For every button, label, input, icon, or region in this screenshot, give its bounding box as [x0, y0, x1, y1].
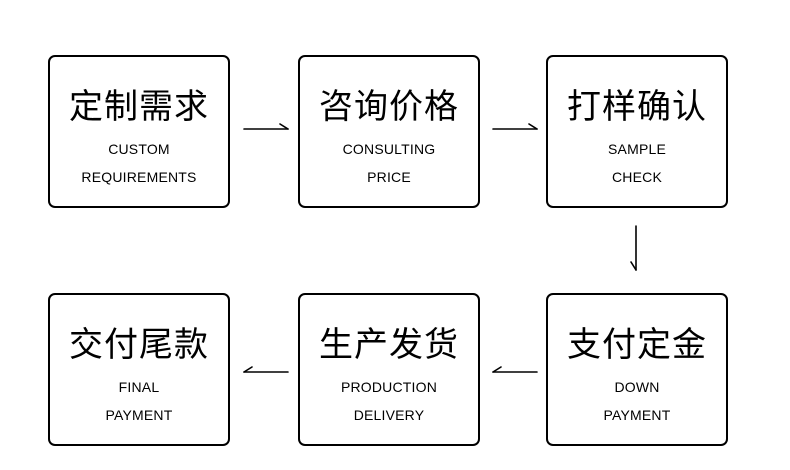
step-sample-check: 打样确认 SAMPLE CHECK: [546, 55, 728, 208]
step-subtitle: PRODUCTION DELIVERY: [300, 373, 478, 429]
arrow-right-icon: [492, 123, 538, 130]
step-final-payment: 交付尾款 FINAL PAYMENT: [48, 293, 230, 446]
step-subtitle-line: CUSTOM: [108, 141, 170, 157]
step-subtitle: CONSULTING PRICE: [300, 135, 478, 191]
step-subtitle: SAMPLE CHECK: [548, 135, 726, 191]
step-production-delivery: 生产发货 PRODUCTION DELIVERY: [298, 293, 480, 446]
step-subtitle-line: DELIVERY: [353, 407, 425, 423]
step-subtitle-line: PAYMENT: [603, 407, 671, 423]
arrow-left-icon: [492, 366, 538, 373]
step-title: 打样确认: [567, 87, 707, 127]
arrow-down-icon: [630, 225, 637, 271]
step-subtitle: CUSTOM REQUIREMENTS: [50, 135, 228, 191]
step-subtitle-line: FINAL: [118, 379, 160, 395]
step-subtitle-line: CONSULTING: [342, 141, 436, 157]
step-subtitle: FINAL PAYMENT: [50, 373, 228, 429]
step-subtitle-line: PRICE: [367, 169, 411, 185]
arrow-left-icon: [243, 366, 289, 373]
step-subtitle: DOWN PAYMENT: [548, 373, 726, 429]
step-title: 咨询价格: [319, 87, 459, 127]
step-custom-requirements: 定制需求 CUSTOM REQUIREMENTS: [48, 55, 230, 208]
step-title: 定制需求: [69, 87, 209, 127]
step-consulting-price: 咨询价格 CONSULTING PRICE: [298, 55, 480, 208]
step-title: 生产发货: [319, 325, 459, 365]
step-title: 支付定金: [567, 325, 707, 365]
arrow-right-icon: [243, 123, 289, 130]
step-subtitle-line: REQUIREMENTS: [81, 169, 197, 185]
step-down-payment: 支付定金 DOWN PAYMENT: [546, 293, 728, 446]
step-subtitle-line: PRODUCTION: [340, 379, 438, 395]
step-subtitle-line: DOWN: [614, 379, 660, 395]
step-title: 交付尾款: [69, 325, 209, 365]
step-subtitle-line: CHECK: [611, 169, 662, 185]
step-subtitle-line: SAMPLE: [608, 141, 666, 157]
step-subtitle-line: PAYMENT: [105, 407, 173, 423]
